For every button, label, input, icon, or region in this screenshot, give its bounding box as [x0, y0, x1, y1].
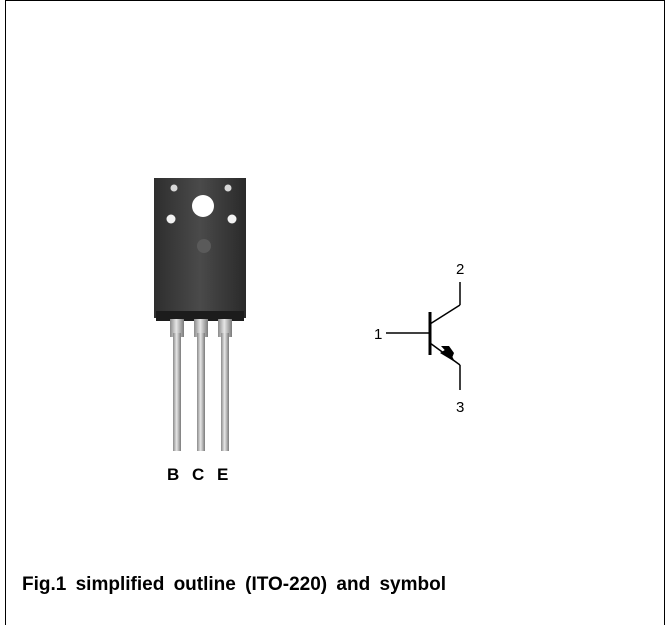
corner-hole-icon: [224, 184, 232, 192]
lead-collector: [197, 333, 205, 451]
figure-frame: [5, 0, 665, 625]
pin-number-emitter: 3: [456, 399, 464, 416]
lead-base: [173, 333, 181, 451]
lead-shoulder-collector: [194, 319, 208, 337]
lead-shoulder-base: [170, 319, 184, 337]
emitter-arrow-icon: [440, 348, 455, 362]
collector-lead: [429, 304, 461, 325]
corner-hole-icon: [170, 184, 178, 192]
side-hole-icon: [166, 214, 176, 224]
ejector-mark-icon: [197, 239, 211, 253]
pin-label-e: E: [217, 465, 228, 484]
lead-shoulder-emitter: [218, 319, 232, 337]
pin-label-b: B: [167, 465, 179, 484]
package-outline-photo: B C E: [154, 178, 246, 484]
mounting-hole-icon: [192, 195, 214, 217]
side-hole-icon: [227, 214, 237, 224]
lead-emitter: [221, 333, 229, 451]
pin-label-c: C: [192, 465, 204, 484]
package-base: [156, 311, 244, 321]
transistor-symbol: 1 2 3: [374, 261, 464, 416]
pin-number-collector: 2: [456, 261, 464, 278]
pin-number-base: 1: [374, 326, 382, 343]
figure-caption: Fig.1 simplified outline (ITO-220) and s…: [22, 574, 446, 595]
